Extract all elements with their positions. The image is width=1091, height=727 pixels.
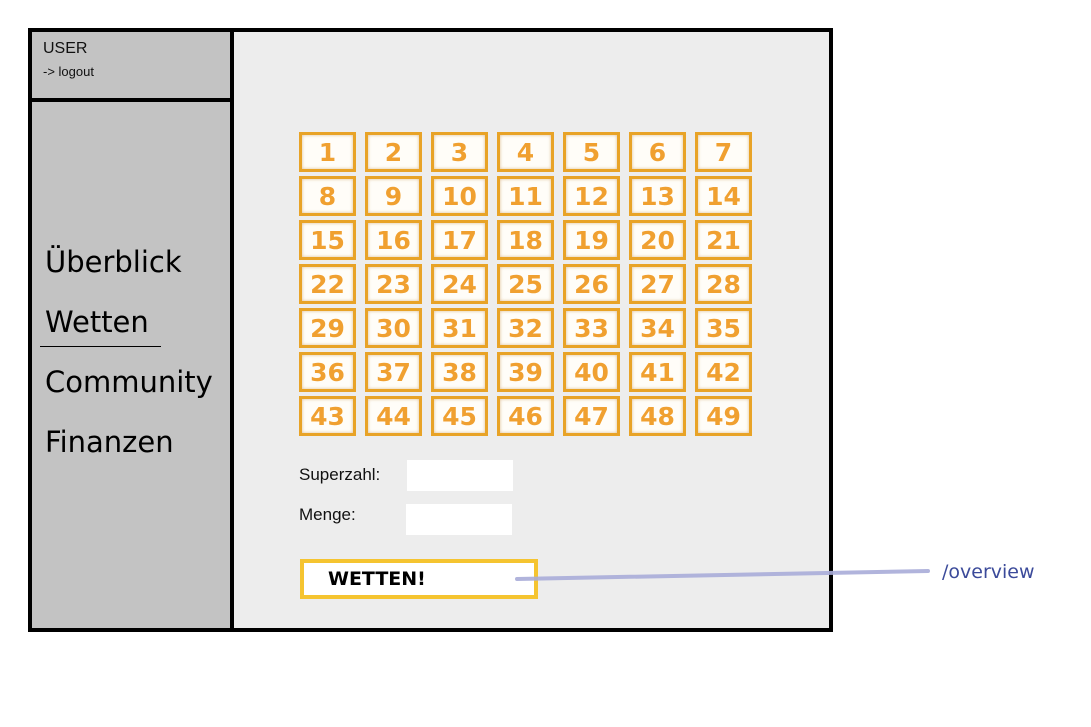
number-cell[interactable]: 44 — [365, 396, 422, 436]
number-cell[interactable]: 49 — [695, 396, 752, 436]
number-cell[interactable]: 13 — [629, 176, 686, 216]
number-cell[interactable]: 41 — [629, 352, 686, 392]
number-cell[interactable]: 47 — [563, 396, 620, 436]
number-cell[interactable]: 31 — [431, 308, 488, 348]
menge-input[interactable] — [406, 504, 512, 535]
number-cell[interactable]: 37 — [365, 352, 422, 392]
number-cell[interactable]: 1 — [299, 132, 356, 172]
number-cell[interactable]: 5 — [563, 132, 620, 172]
number-cell[interactable]: 36 — [299, 352, 356, 392]
active-nav-underline — [40, 346, 161, 347]
number-cell[interactable]: 45 — [431, 396, 488, 436]
number-cell[interactable]: 20 — [629, 220, 686, 260]
number-cell[interactable]: 40 — [563, 352, 620, 392]
superzahl-input[interactable] — [407, 460, 513, 491]
sidebar-item-community[interactable]: Community — [45, 365, 213, 399]
number-cell[interactable]: 7 — [695, 132, 752, 172]
number-cell[interactable]: 33 — [563, 308, 620, 348]
logout-link[interactable]: -> logout — [43, 64, 94, 79]
number-cell[interactable]: 12 — [563, 176, 620, 216]
wetten-button[interactable]: WETTEN! — [300, 559, 538, 599]
sidebar-item-wetten[interactable]: Wetten — [45, 305, 149, 339]
number-cell[interactable]: 3 — [431, 132, 488, 172]
number-cell[interactable]: 38 — [431, 352, 488, 392]
number-cell[interactable]: 18 — [497, 220, 554, 260]
number-cell[interactable]: 23 — [365, 264, 422, 304]
number-cell[interactable]: 19 — [563, 220, 620, 260]
number-cell[interactable]: 26 — [563, 264, 620, 304]
number-cell[interactable]: 42 — [695, 352, 752, 392]
number-cell[interactable]: 10 — [431, 176, 488, 216]
user-panel: USER -> logout — [32, 32, 234, 102]
sidebar-nav: Überblick Wetten Community Finanzen — [32, 102, 234, 628]
number-cell[interactable]: 16 — [365, 220, 422, 260]
number-cell[interactable]: 22 — [299, 264, 356, 304]
superzahl-label: Superzahl: — [299, 465, 381, 484]
number-cell[interactable]: 25 — [497, 264, 554, 304]
number-cell[interactable]: 14 — [695, 176, 752, 216]
number-cell[interactable]: 9 — [365, 176, 422, 216]
menge-label: Menge: — [299, 505, 356, 524]
number-cell[interactable]: 6 — [629, 132, 686, 172]
number-cell[interactable]: 29 — [299, 308, 356, 348]
number-cell[interactable]: 39 — [497, 352, 554, 392]
sidebar-item-ueberblick[interactable]: Überblick — [45, 245, 182, 279]
number-cell[interactable]: 17 — [431, 220, 488, 260]
number-cell[interactable]: 15 — [299, 220, 356, 260]
number-cell[interactable]: 32 — [497, 308, 554, 348]
number-cell[interactable]: 4 — [497, 132, 554, 172]
number-cell[interactable]: 30 — [365, 308, 422, 348]
number-cell[interactable]: 11 — [497, 176, 554, 216]
app-window: USER -> logout Überblick Wetten Communit… — [28, 28, 833, 632]
number-cell[interactable]: 21 — [695, 220, 752, 260]
number-cell[interactable]: 43 — [299, 396, 356, 436]
number-cell[interactable]: 34 — [629, 308, 686, 348]
number-cell[interactable]: 24 — [431, 264, 488, 304]
number-cell[interactable]: 28 — [695, 264, 752, 304]
number-cell[interactable]: 8 — [299, 176, 356, 216]
number-cell[interactable]: 27 — [629, 264, 686, 304]
sidebar-item-finanzen[interactable]: Finanzen — [45, 425, 174, 459]
route-annotation-label: /overview — [942, 561, 1035, 583]
number-cell[interactable]: 2 — [365, 132, 422, 172]
number-cell[interactable]: 48 — [629, 396, 686, 436]
number-cell[interactable]: 35 — [695, 308, 752, 348]
number-cell[interactable]: 46 — [497, 396, 554, 436]
user-name: USER — [43, 40, 88, 57]
